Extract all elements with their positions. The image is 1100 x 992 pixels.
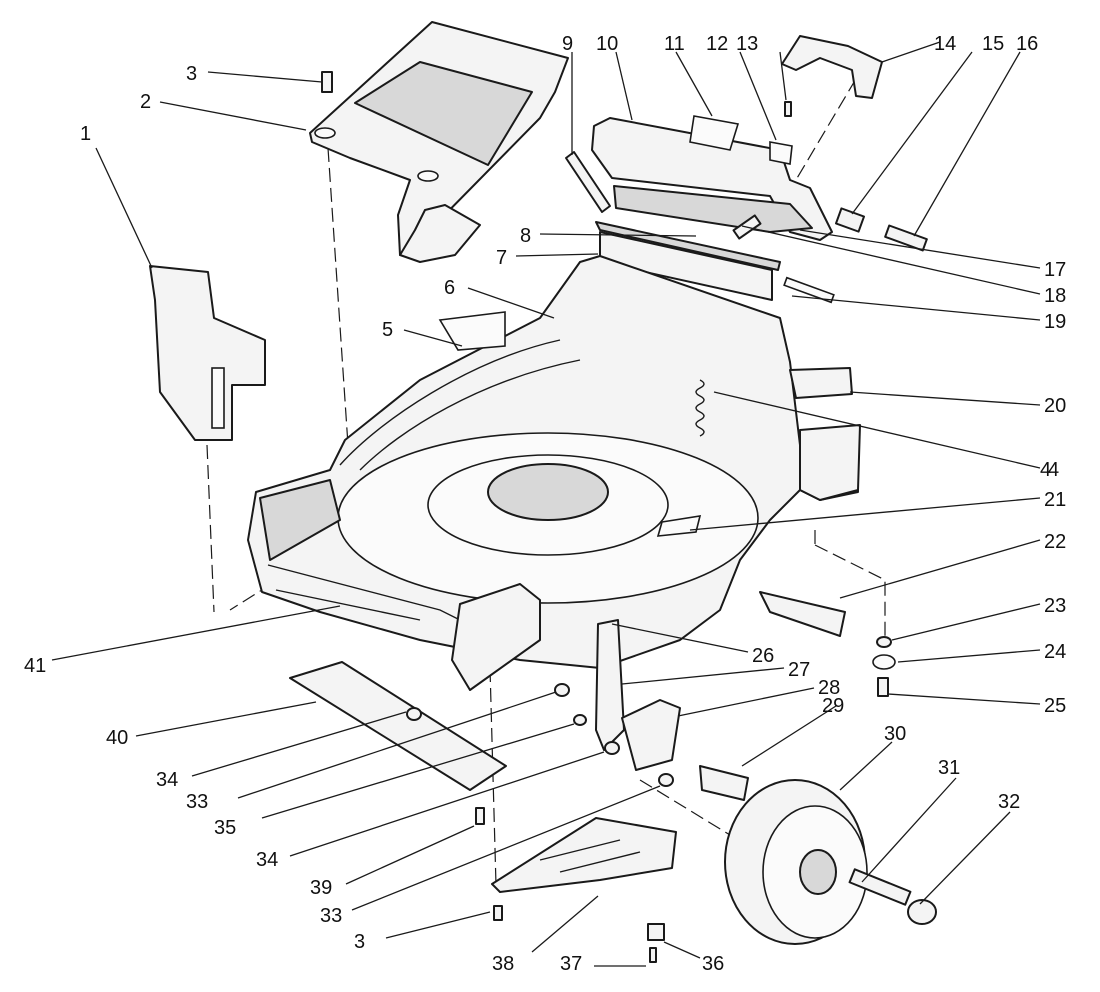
callout-label: 33 bbox=[186, 791, 208, 813]
callout-label: 41 bbox=[24, 655, 46, 677]
callout-label: 30 bbox=[884, 723, 906, 745]
callout-label: 21 bbox=[1044, 489, 1066, 511]
height-adjuster bbox=[789, 367, 861, 501]
callout-label: 8 bbox=[520, 225, 531, 247]
callout-label: 20 bbox=[1044, 395, 1066, 417]
callout-label: 10 bbox=[596, 33, 618, 55]
leader-lines bbox=[51, 41, 1041, 967]
callout-label: 9 bbox=[562, 33, 573, 55]
callout-label: 33 bbox=[320, 905, 342, 927]
callout-label: 26 bbox=[752, 645, 774, 667]
callout-label: 25 bbox=[1044, 695, 1066, 717]
callout-label: 34 bbox=[156, 769, 178, 791]
wheel-bracket bbox=[451, 583, 749, 801]
hinge-pins bbox=[732, 207, 928, 304]
callout-label: 16 bbox=[1016, 33, 1038, 55]
callout-label: 22 bbox=[1044, 531, 1066, 553]
callout-label: 6 bbox=[444, 277, 455, 299]
front-baffle bbox=[289, 661, 507, 791]
rear-axle bbox=[759, 591, 846, 637]
callout-label: 40 bbox=[106, 727, 128, 749]
callout-label: 18 bbox=[1044, 285, 1066, 307]
callout-labels: 1 2 3 4 5 6 7 8 9 10 11 12 13 14 15 16 1… bbox=[24, 33, 1066, 975]
callout-label: 3 bbox=[354, 931, 365, 953]
callout-label: 37 bbox=[560, 953, 582, 975]
callout-label: 2 bbox=[140, 91, 151, 113]
rear-flap bbox=[491, 817, 677, 893]
grass-bag-cover bbox=[309, 21, 569, 263]
hinge-bar bbox=[565, 151, 781, 301]
callout-label: 13 bbox=[736, 33, 758, 55]
callout-label: 27 bbox=[788, 659, 810, 681]
side-plate bbox=[149, 265, 266, 441]
callout-label: 35 bbox=[214, 817, 236, 839]
callout-label: 5 bbox=[382, 319, 393, 341]
handle-bar bbox=[781, 35, 883, 99]
callout-label: 38 bbox=[492, 953, 514, 975]
wheel bbox=[724, 779, 937, 945]
callout-label: 34 bbox=[256, 849, 278, 871]
mower-deck bbox=[247, 255, 859, 669]
callout-label: 3 bbox=[186, 63, 197, 85]
handle-frame bbox=[591, 115, 833, 241]
callout-label: 28 bbox=[818, 677, 840, 699]
callout-label: 32 bbox=[998, 791, 1020, 813]
callout-label: 12 bbox=[706, 33, 728, 55]
callout-label: 4 bbox=[1040, 459, 1051, 481]
callout-label: 29 bbox=[822, 695, 844, 717]
callout-label: 14 bbox=[934, 33, 956, 55]
callout-label: 31 bbox=[938, 757, 960, 779]
spring bbox=[695, 379, 705, 437]
callout-label: 19 bbox=[1044, 311, 1066, 333]
callout-label: 11 bbox=[664, 33, 685, 55]
hardware bbox=[321, 71, 896, 963]
callout-label: 39 bbox=[310, 877, 332, 899]
callout-label: 17 bbox=[1044, 259, 1066, 281]
callout-label: 7 bbox=[496, 247, 507, 269]
callout-label: 24 bbox=[1044, 641, 1066, 663]
callout-label: 1 bbox=[80, 123, 91, 145]
callout-label: 23 bbox=[1044, 595, 1066, 617]
callout-label: 15 bbox=[982, 33, 1004, 55]
callout-label: 4 bbox=[1048, 459, 1059, 481]
callout-label: 36 bbox=[702, 953, 724, 975]
